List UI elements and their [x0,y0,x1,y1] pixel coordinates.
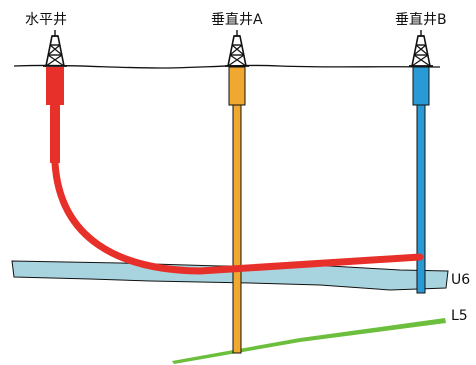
label-vertical-well-b: 垂直井B [395,11,447,28]
vertical-well-a [228,66,246,354]
horizontal-well [46,67,424,275]
label-layer-u6: U6 [451,272,470,288]
label-layer-l5: L5 [451,308,468,324]
layer-l5 [172,318,446,364]
layer-u6 [11,260,449,291]
drilling-rig-icon [42,29,68,67]
drilling-rig-icon [408,29,434,67]
label-vertical-well-a: 垂直井A [211,11,263,28]
ground-surface [13,64,441,69]
drilling-rig-icon [224,29,250,67]
vertical-well-b [412,66,430,294]
label-horizontal-well: 水平井 [25,12,67,28]
